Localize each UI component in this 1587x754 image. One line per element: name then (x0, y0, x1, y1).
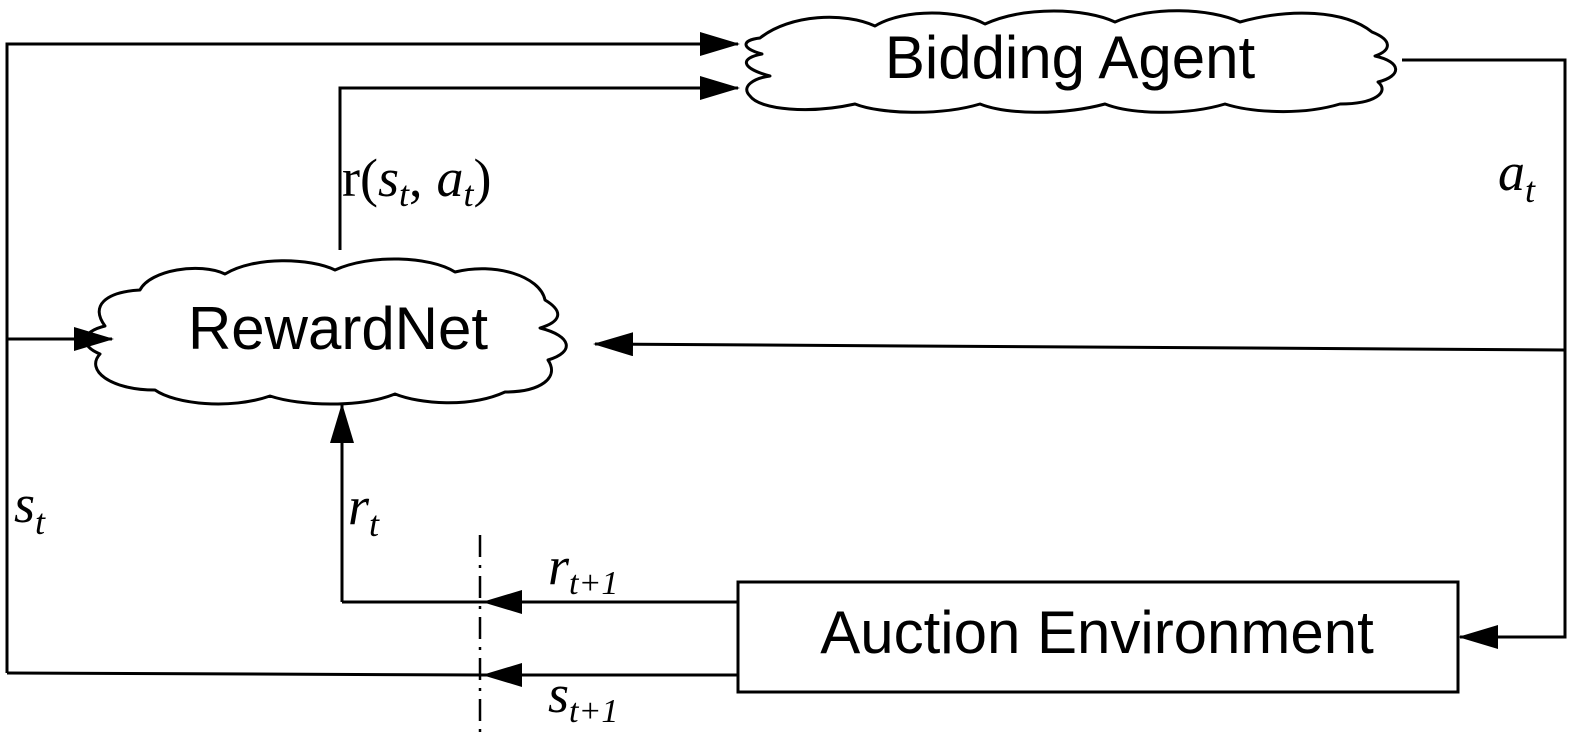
rewardnet-cloud-shape (84, 257, 568, 406)
reward-symbol: r (348, 476, 370, 536)
rewardnet-node: RewardNet (84, 257, 568, 406)
reward-subscript: t (369, 504, 380, 544)
auction-environment-label: Auction Environment (820, 599, 1374, 666)
state-to-bidding-agent-edge (5, 32, 740, 673)
bidding-agent-node: Bidding Agent (744, 9, 1398, 114)
next-reward-subscript: t+1 (569, 565, 618, 602)
action-to-rewardnet-edge (593, 332, 1566, 357)
reward-output-to-bidding-agent-edge (338, 76, 740, 250)
action-label: at (1498, 142, 1536, 210)
next-state-subscript: t+1 (569, 693, 618, 730)
reward-function-comma: , (409, 148, 423, 208)
reward-function-action: a (437, 148, 464, 208)
reward-function-open-paren: ( (360, 148, 378, 208)
reward-label: rt (348, 476, 380, 544)
state-subscript: t (35, 502, 46, 542)
auction-environment-box (736, 580, 1460, 694)
reward-function-state: s (378, 148, 399, 208)
state-symbol: s (14, 474, 35, 534)
auction-environment-node: Auction Environment (736, 580, 1460, 694)
reward-function-action-subscript: t (464, 174, 475, 214)
reward-function-close-paren: ) (474, 148, 492, 208)
next-state-symbol: s (548, 664, 569, 724)
action-subscript: t (1525, 170, 1536, 210)
next-reward-symbol: r (548, 536, 570, 596)
action-symbol: a (1498, 142, 1525, 202)
bidding-agent-cloud-shape (744, 9, 1398, 114)
next-state-continuation-edge (6, 671, 485, 677)
reward-function-label: r(st,at) (342, 148, 492, 214)
bidding-agent-label: Bidding Agent (885, 24, 1256, 91)
next-reward-label: rt+1 (548, 536, 618, 602)
reward-function-name: r (342, 148, 360, 208)
next-state-label: st+1 (548, 664, 618, 730)
rewardnet-label: RewardNet (188, 295, 488, 362)
state-label: st (14, 474, 46, 542)
reward-function-state-subscript: t (399, 174, 410, 214)
